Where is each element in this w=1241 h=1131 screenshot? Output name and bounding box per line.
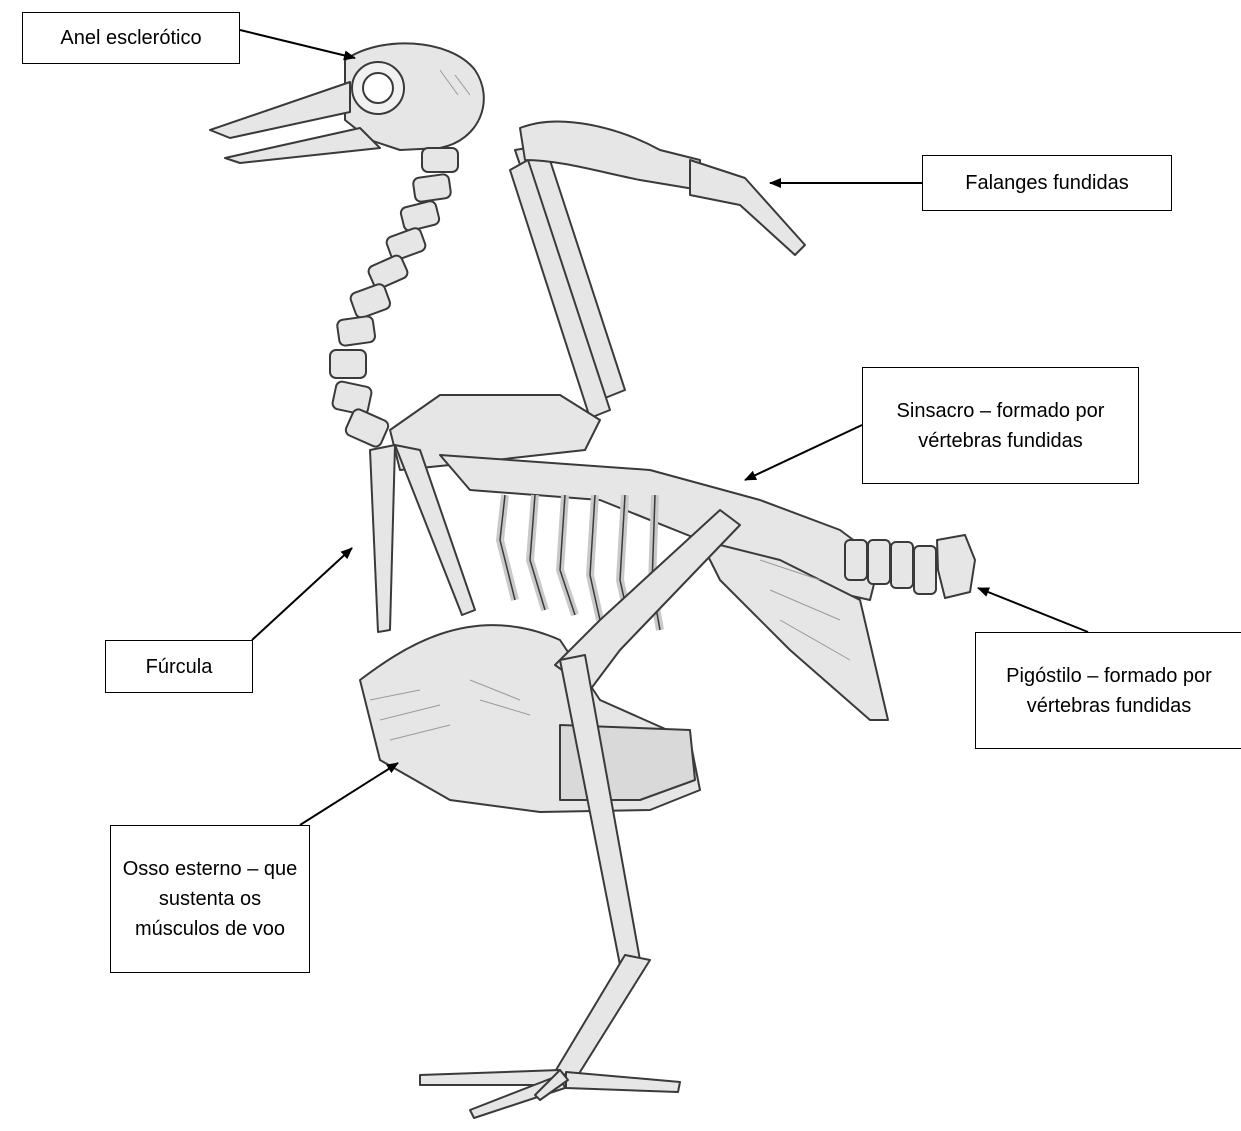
pygostyle bbox=[937, 535, 975, 598]
label-text: Sinsacro – formado por vértebras fundida… bbox=[871, 396, 1130, 456]
label-pigostilo: Pigóstilo – formado por vértebras fundid… bbox=[975, 632, 1241, 749]
label-falanges-fundidas: Falanges fundidas bbox=[922, 155, 1172, 211]
arrow-furcula bbox=[252, 548, 352, 640]
arrow-sinsacro bbox=[745, 425, 862, 480]
furcula bbox=[370, 445, 395, 632]
label-sinsacro: Sinsacro – formado por vértebras fundida… bbox=[862, 367, 1139, 484]
label-text: Pigóstilo – formado por vértebras fundid… bbox=[984, 661, 1234, 721]
label-text: Osso esterno – que sustenta os músculos … bbox=[119, 854, 301, 944]
label-text: Fúrcula bbox=[146, 652, 213, 682]
arrow-esterno bbox=[300, 763, 398, 825]
tarsometatarsus bbox=[556, 955, 650, 1080]
label-text: Anel esclerótico bbox=[60, 23, 201, 53]
label-text: Falanges fundidas bbox=[965, 168, 1128, 198]
fused-phalanges bbox=[690, 160, 805, 255]
label-osso-esterno: Osso esterno – que sustenta os músculos … bbox=[110, 825, 310, 973]
toes bbox=[420, 1070, 680, 1118]
upper-beak bbox=[210, 82, 350, 138]
arrow-anel bbox=[240, 30, 355, 58]
label-furcula: Fúrcula bbox=[105, 640, 253, 693]
arrow-pigostilo bbox=[978, 588, 1088, 632]
label-anel-esclerotico: Anel esclerótico bbox=[22, 12, 240, 64]
